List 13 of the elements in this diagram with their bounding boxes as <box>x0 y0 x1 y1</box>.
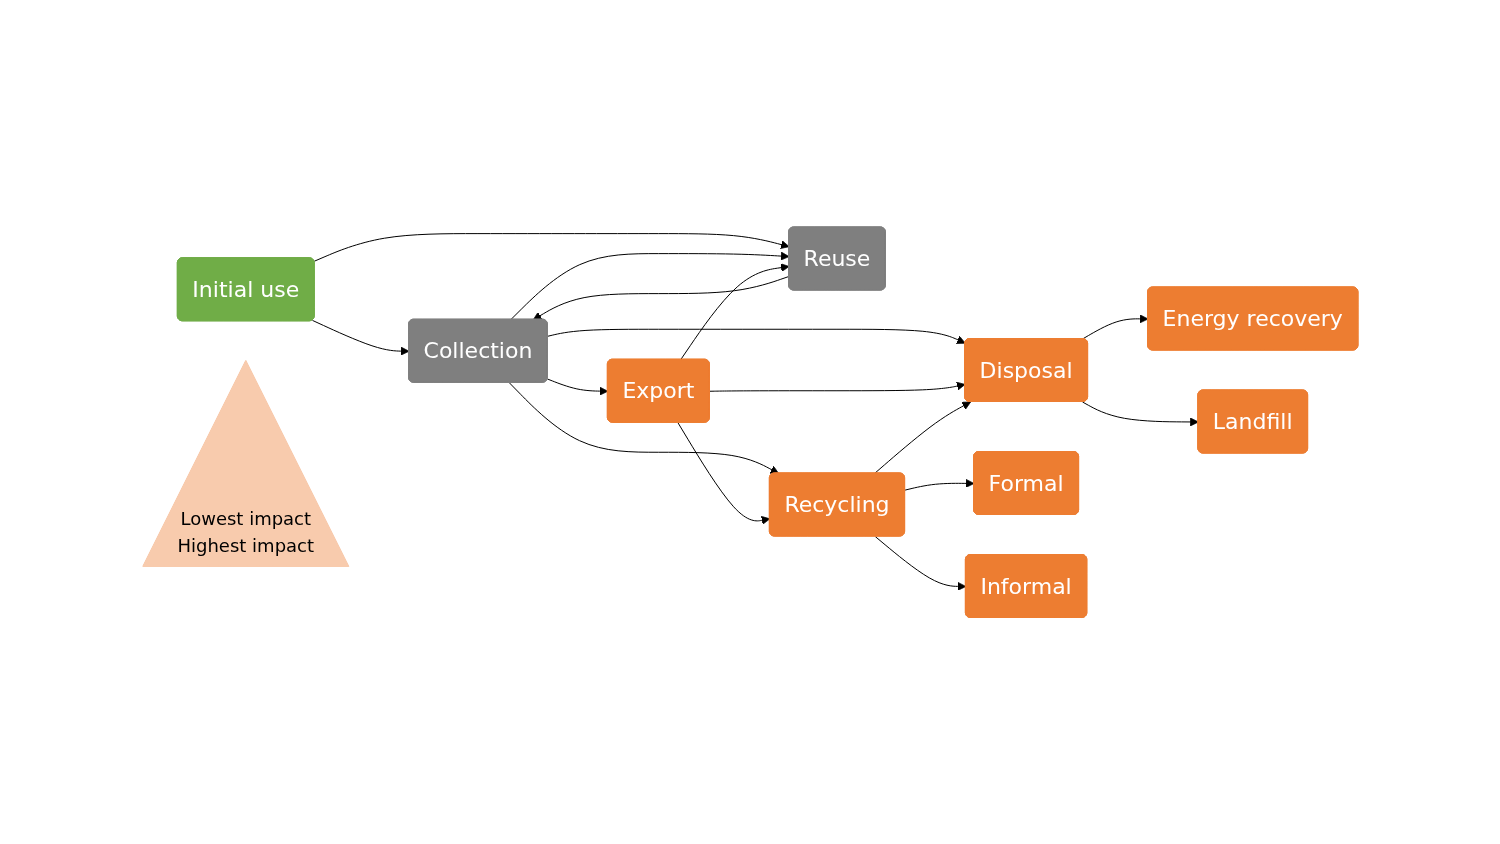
arrow <box>532 275 790 320</box>
arrow <box>546 378 608 396</box>
arrow <box>708 381 966 392</box>
arrow <box>546 328 966 344</box>
arrow <box>509 251 790 320</box>
arrow <box>679 263 790 360</box>
arrow <box>311 319 409 356</box>
arrow <box>677 422 770 525</box>
arrow <box>508 382 779 474</box>
arrow <box>1081 401 1199 427</box>
arrow <box>874 535 966 591</box>
arrow <box>904 478 975 491</box>
arrow <box>313 232 790 262</box>
